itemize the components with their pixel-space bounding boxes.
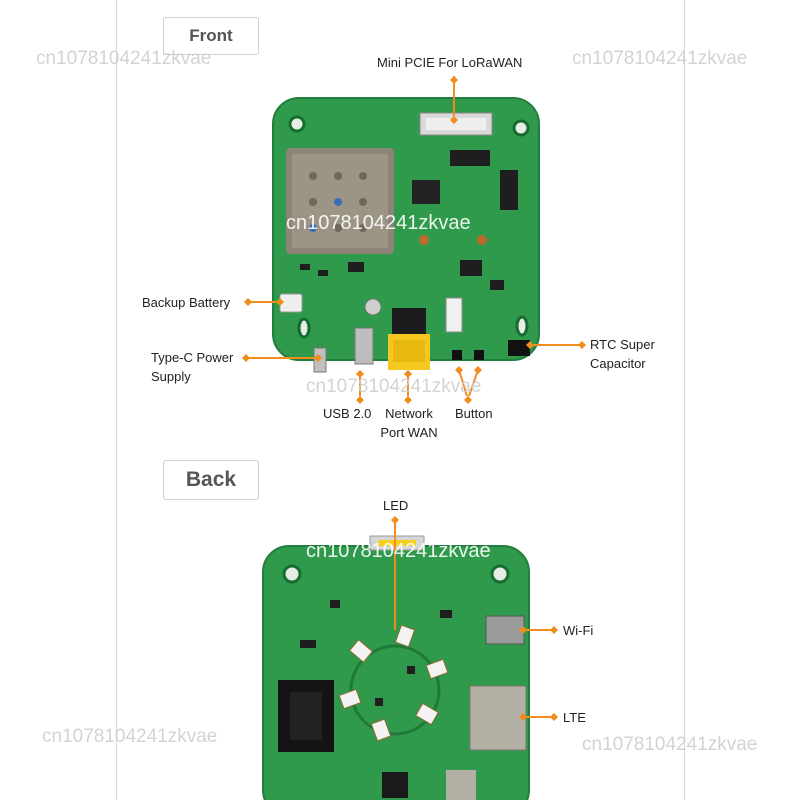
network-port-label-line2: Port WAN (380, 425, 438, 440)
usb-label: USB 2.0 (323, 406, 372, 421)
watermark-2: cn1078104241zkvae (572, 48, 748, 69)
lte-label: LTE (563, 710, 586, 725)
rtc-capacitor-label-line2: Capacitor (590, 356, 646, 371)
back-board (262, 535, 530, 800)
network-port-label: Network (385, 406, 433, 421)
backup-battery-label: Backup Battery (142, 295, 231, 310)
watermark-6: cn1078104241zkvae (42, 726, 218, 747)
watermark-7: cn1078104241zkvae (582, 734, 758, 755)
button-label: Button (455, 406, 493, 421)
back-tab: Back (163, 460, 259, 500)
wifi-label: Wi-Fi (563, 623, 594, 638)
rtc-capacitor-label: RTC Super (590, 337, 655, 352)
led-label: LED (383, 498, 409, 513)
front-board (272, 97, 540, 373)
mini-pcie-label: Mini PCIE For LoRaWAN (377, 55, 523, 70)
left-frame-line (116, 0, 117, 800)
right-frame-line (684, 0, 685, 800)
watermark-5: cn1078104241zkvae (306, 540, 491, 562)
front-callouts (242, 76, 586, 404)
watermark-3: cn1078104241zkvae (286, 212, 471, 234)
watermark-4: cn1078104241zkvae (306, 376, 482, 397)
watermark-1: cn1078104241zkvae (36, 48, 212, 69)
type-c-power-label: Type-C Power (151, 350, 234, 365)
type-c-power-label-line2: Supply (151, 369, 191, 384)
front-tab: Front (163, 17, 259, 55)
back-callouts (391, 516, 558, 721)
